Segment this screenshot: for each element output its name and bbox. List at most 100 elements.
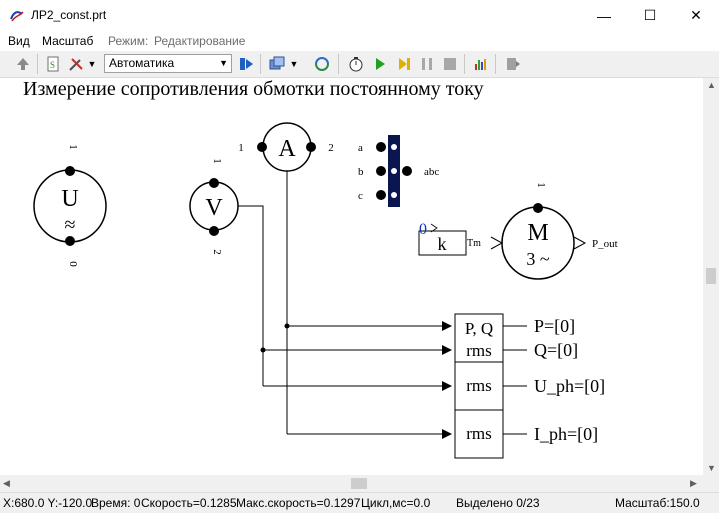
motor-pin-1: 1 <box>535 182 547 188</box>
motor-sub-label: 3 ~ <box>526 249 550 269</box>
script-button[interactable]: S <box>43 54 63 74</box>
window-title: ЛР2_const.prt <box>31 8 107 22</box>
status-coords: X:680.0 Y:-120.0 <box>3 496 93 510</box>
scroll-up-icon[interactable]: ▲ <box>707 80 716 90</box>
diagram-title: Измерение сопротивления обмотки постоянн… <box>23 78 484 100</box>
stop-icon <box>444 58 456 70</box>
status-selected: Выделено 0/23 <box>456 496 540 510</box>
app-icon <box>10 11 24 22</box>
output-p: P=[0] <box>534 316 575 336</box>
schematic: Измерение сопротивления обмотки постоянн… <box>23 78 618 459</box>
scroll-corner <box>703 475 719 492</box>
constant-block[interactable]: k 0 Tm <box>418 221 481 256</box>
status-max-speed: Макс.скорость=0.1297 <box>236 496 361 510</box>
constant-port-label: Tm <box>467 238 481 249</box>
windows-dropdown[interactable]: ▼ <box>288 54 300 74</box>
menu-bar: Вид Масштаб Режим: Редактирование <box>0 31 719 51</box>
tools-dropdown[interactable]: ▼ <box>86 54 98 74</box>
output-i-ph: I_ph=[0] <box>534 424 598 444</box>
stop-button[interactable] <box>440 54 460 74</box>
voltage-wire <box>238 205 264 386</box>
toolbar: S ▼ Автоматика ▼ ▼ <box>0 51 719 78</box>
tools-button[interactable] <box>66 54 86 74</box>
pause-icon <box>422 58 432 70</box>
minimize-icon: — <box>597 7 611 24</box>
voltage-source-label: U <box>61 186 78 212</box>
bus-pin-c: c <box>358 190 363 202</box>
play-icon <box>376 58 385 70</box>
vertical-scroll-thumb[interactable] <box>706 268 716 284</box>
motor-output-label: P_out <box>592 238 618 250</box>
ac-symbol-icon: ≈ <box>65 214 76 236</box>
arrow-up-icon <box>17 58 29 70</box>
power-block[interactable]: P, Q rms <box>454 313 504 363</box>
ammeter[interactable]: A 1 2 <box>238 122 334 172</box>
junction-dot <box>260 347 266 353</box>
rms-block-label: rms <box>466 341 492 360</box>
ammeter-pin-1: 1 <box>238 142 244 154</box>
document-icon: S <box>47 56 59 72</box>
voltmeter[interactable]: V 1 2 <box>189 158 239 255</box>
motor-label: M <box>527 220 548 246</box>
horizontal-scroll-thumb[interactable] <box>351 478 367 489</box>
chevron-down-icon: ▼ <box>87 59 97 69</box>
motor[interactable]: M 3 ~ 1 P_out <box>490 182 618 280</box>
menu-scale[interactable]: Масштаб <box>42 34 94 48</box>
sync-button[interactable] <box>312 54 332 74</box>
bus-pin-a: a <box>358 142 363 154</box>
status-time: Время: 0 <box>91 496 141 510</box>
stopwatch-icon <box>349 57 363 72</box>
status-zoom: Масштаб:150.0 <box>615 496 700 510</box>
windows-button[interactable] <box>267 54 287 74</box>
power-block-label: P, Q <box>465 319 493 338</box>
step-run-button[interactable] <box>394 54 414 74</box>
close-icon: ✕ <box>690 7 702 23</box>
close-button[interactable]: ✕ <box>673 0 719 31</box>
windows-icon <box>269 56 285 70</box>
bus-pin-abc: abc <box>424 166 439 178</box>
scroll-left-icon[interactable]: ◀ <box>3 478 10 488</box>
rms-block-label: rms <box>466 424 492 443</box>
chart-button[interactable] <box>471 54 491 74</box>
constant-value: 0 <box>419 221 427 238</box>
voltage-source[interactable]: U ≈ 1 0 <box>33 144 107 267</box>
schematic-canvas[interactable]: Измерение сопротивления обмотки постоянн… <box>0 78 703 475</box>
status-speed: Скорость=0.1285 <box>141 496 237 510</box>
rms-current-block[interactable]: rms <box>454 409 504 459</box>
run-button[interactable] <box>370 54 390 74</box>
ammeter-label: A <box>278 136 296 162</box>
voltage-source-pin-1: 1 <box>67 144 79 150</box>
minimize-button[interactable]: — <box>581 0 627 31</box>
sync-icon <box>315 57 329 71</box>
voltmeter-label: V <box>205 195 223 221</box>
mode-label: Режим: <box>108 34 149 48</box>
status-cycle: Цикл,мс=0.0 <box>361 496 431 510</box>
wires <box>238 171 527 439</box>
three-phase-bus[interactable]: a b c abc <box>358 135 439 207</box>
export-button[interactable] <box>503 54 523 74</box>
output-u-ph: U_ph=[0] <box>534 376 605 396</box>
title-bar: ЛР2_const.prt — ☐ ✕ <box>0 0 719 31</box>
svg-text:S: S <box>50 60 55 70</box>
maximize-button[interactable]: ☐ <box>627 0 673 31</box>
output-q: Q=[0] <box>534 340 578 360</box>
up-button[interactable] <box>13 54 33 74</box>
voltmeter-pin-2: 2 <box>211 249 223 255</box>
menu-view[interactable]: Вид <box>8 34 30 48</box>
bus-pin-b: b <box>358 166 364 178</box>
voltmeter-pin-1: 1 <box>211 158 223 164</box>
ammeter-pin-2: 2 <box>328 142 334 154</box>
pause-button[interactable] <box>417 54 437 74</box>
step-button[interactable] <box>237 54 257 74</box>
vertical-scrollbar[interactable]: ▲ ▼ <box>703 78 719 475</box>
scroll-down-icon[interactable]: ▼ <box>707 463 716 473</box>
scroll-right-icon[interactable]: ▶ <box>690 478 697 488</box>
horizontal-scrollbar[interactable]: ◀ ▶ <box>0 475 703 492</box>
rms-voltage-block[interactable]: rms <box>454 361 504 411</box>
mode-value: Редактирование <box>154 34 246 48</box>
status-bar: X:680.0 Y:-120.0 Время: 0 Скорость=0.128… <box>0 492 719 513</box>
mode-select[interactable]: Автоматика ▼ <box>104 54 232 73</box>
constant-block-label: k <box>438 234 447 254</box>
timer-button[interactable] <box>346 54 366 74</box>
rms-block-label: rms <box>466 376 492 395</box>
